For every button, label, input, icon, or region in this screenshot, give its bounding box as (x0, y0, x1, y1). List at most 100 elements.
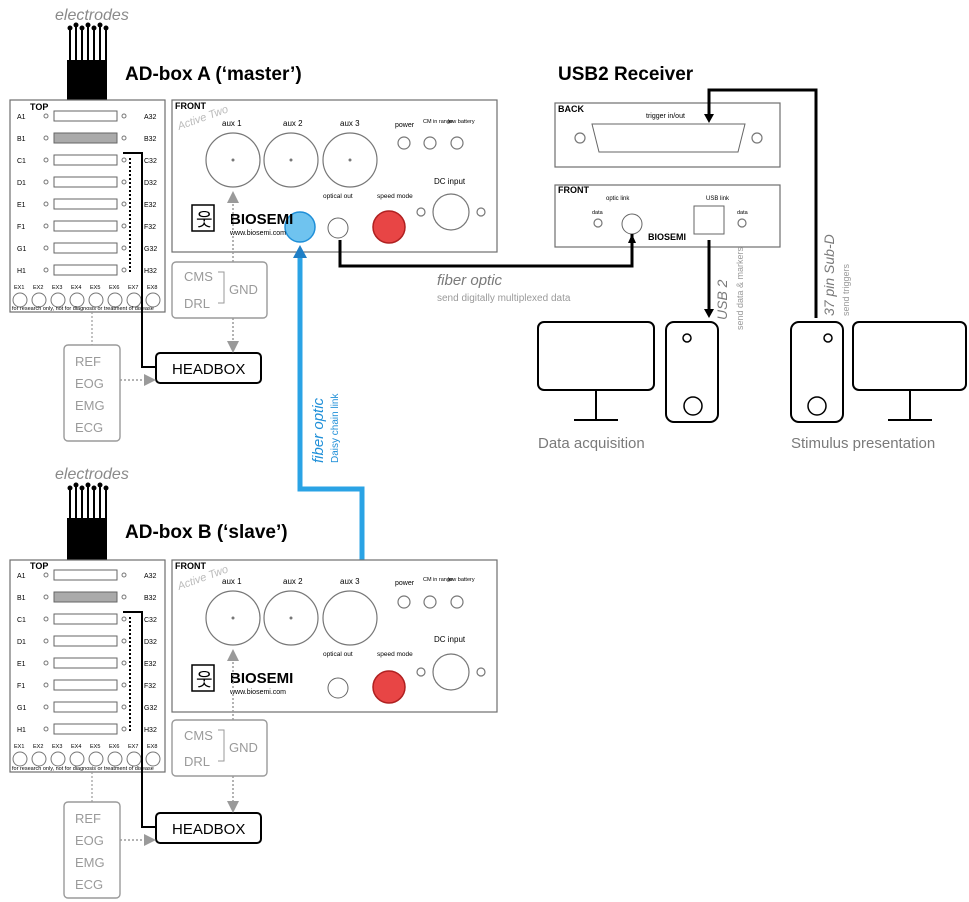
aux3-connector-b (322, 590, 378, 646)
headbox-label-a: HEADBOX (172, 361, 245, 378)
optical-in-port-a (284, 211, 316, 243)
channel-label-right-b: H32 (144, 727, 157, 734)
channel-label-right-a: B32 (144, 136, 157, 143)
channel-label-right-b: D32 (144, 639, 157, 646)
back-screw-right (751, 132, 763, 144)
channel-label-right-a: G32 (144, 246, 157, 253)
channel-label-right-b: C32 (144, 617, 157, 624)
receiver-optic-port (621, 213, 643, 235)
cms-drl-box-a (171, 261, 268, 319)
slot-dot-right-a (121, 157, 127, 163)
person-glyph-b: 웃 (196, 670, 213, 690)
channel-slot-b (53, 591, 118, 603)
ex-connector-a (107, 292, 123, 308)
disclaimer-a: for research only, not for diagnosis or … (12, 306, 154, 312)
subd-sub: send triggers (841, 263, 851, 316)
person-glyph-a: 웃 (196, 210, 213, 230)
ex-connector-a (88, 292, 104, 308)
ex-label-a: EX4 (71, 285, 81, 291)
ex-label-a: EX1 (14, 285, 24, 291)
biosemi-url-b: www.biosemi.com (229, 689, 286, 696)
speed-mode-label-b: speed mode (377, 651, 413, 658)
person-icon-b (191, 664, 215, 692)
slot-dot-right-a (121, 113, 127, 119)
tower-left (665, 321, 719, 423)
data-label-left: data (592, 210, 604, 216)
slot-dot-left-b (43, 638, 49, 644)
slot-dot-right-b (121, 660, 127, 666)
slot-dot-right-b (121, 638, 127, 644)
biosemi-logo-a: BIOSEMI (230, 211, 293, 228)
ecg-label-a: ECG (75, 420, 103, 435)
ex-label-b: EX7 (128, 744, 138, 750)
back-screw-left (574, 132, 586, 144)
channel-slot-b (53, 701, 118, 713)
emg-label-b: EMG (75, 855, 105, 870)
speed-mode-label-a: speed mode (377, 193, 413, 200)
channel-label-left-a: D1 (17, 180, 26, 187)
speed-mode-knob-b[interactable] (372, 670, 406, 704)
channel-label-right-a: E32 (144, 202, 157, 209)
channel-label-right-a: C32 (144, 158, 157, 165)
channel-label-left-a: B1 (17, 136, 26, 143)
speed-mode-knob-a[interactable] (372, 210, 406, 244)
ex-connector-b (107, 751, 123, 767)
biosemi-logo-b: BIOSEMI (230, 670, 293, 687)
channel-label-left-a: G1 (17, 246, 26, 253)
stim-label: Stimulus presentation (791, 435, 935, 452)
channel-label-left-b: F1 (17, 683, 25, 690)
aux3-label-a: aux 3 (340, 119, 360, 128)
slot-dot-left-b (43, 682, 49, 688)
channel-label-left-a: F1 (17, 224, 25, 231)
channel-label-left-b: B1 (17, 595, 26, 602)
ex-label-a: EX3 (52, 285, 62, 291)
eog-label-a: EOG (75, 376, 104, 391)
slot-dot-left-a (43, 201, 49, 207)
box-a-title: AD-box A (‘master’) (125, 64, 302, 85)
subd-label: 37 pin Sub-D (821, 234, 837, 316)
ex-label-b: EX4 (71, 744, 81, 750)
daisy-label: fiber optic (310, 397, 327, 463)
aux2-label-a: aux 2 (283, 119, 303, 128)
ex-label-b: EX8 (147, 744, 157, 750)
ex-connector-a (31, 292, 47, 308)
power-label-a: power (395, 122, 415, 129)
optic-link-label: optic link (606, 196, 630, 202)
optical-out-label-a: optical out (323, 193, 353, 200)
low-battery-label-a: low battery (448, 119, 475, 125)
ecg-label-b: ECG (75, 877, 103, 892)
drl-label-b: DRL (184, 754, 210, 769)
dc-screw-left-b (416, 667, 426, 677)
ex-connector-b (126, 751, 142, 767)
slot-dot-left-a (43, 267, 49, 273)
ex-connector-a (12, 292, 28, 308)
slot-dot-right-a (121, 223, 127, 229)
ex-label-b: EX6 (109, 744, 119, 750)
emg-label-a: EMG (75, 398, 105, 413)
usb2-receiver: USB2 Receiver BACK trigger in/out FRONT … (338, 64, 967, 452)
power-led-b (397, 595, 411, 609)
channel-label-left-b: C1 (17, 617, 26, 624)
battery-led-b (450, 595, 464, 609)
optical-out-label-b: optical out (323, 651, 353, 658)
slot-dot-left-a (43, 223, 49, 229)
ex-label-b: EX5 (90, 744, 100, 750)
data-acq-label: Data acquisition (538, 435, 645, 452)
usb-link-label: USB link (706, 196, 730, 202)
fiber-optic-label: fiber optic (437, 272, 503, 289)
slot-dot-right-a (121, 179, 127, 185)
headbox-label-b: HEADBOX (172, 821, 245, 838)
power-led-a (397, 136, 411, 150)
ex-connector-a (145, 292, 161, 308)
dc-input-label-b: DC input (434, 635, 466, 644)
channel-slot-a (53, 220, 118, 232)
channel-label-left-b: A1 (17, 573, 26, 580)
eog-label-b: EOG (75, 833, 104, 848)
channel-label-left-a: H1 (17, 268, 26, 275)
channel-label-right-a: H32 (144, 268, 157, 275)
slot-dot-left-b (43, 594, 49, 600)
ex-label-a: EX2 (33, 285, 43, 291)
low-battery-label-b: low battery (448, 577, 475, 583)
